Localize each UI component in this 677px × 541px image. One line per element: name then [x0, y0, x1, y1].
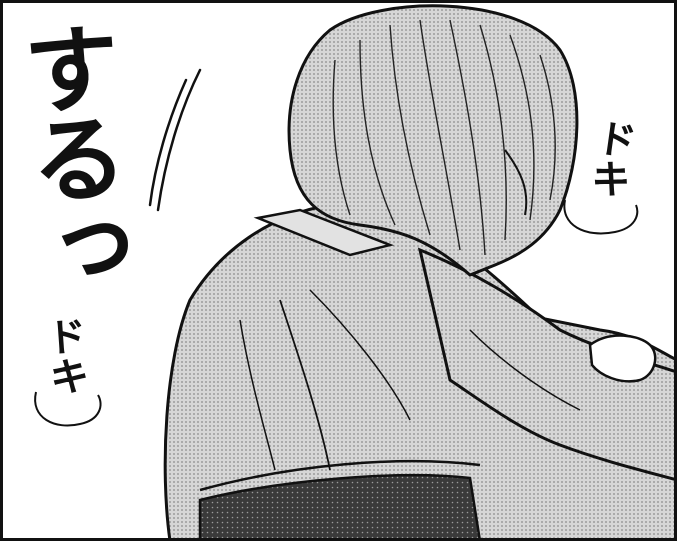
sound-effect-suru: するっ	[4, 16, 136, 294]
figure-collar	[253, 208, 395, 257]
sound-effect-doki-right: ドキ	[581, 115, 639, 201]
doki-right-bracket	[563, 199, 639, 235]
figure-arm	[417, 247, 677, 482]
figure-hands	[588, 334, 657, 383]
figure-waist	[198, 473, 482, 541]
sound-effect-doki-left: ドキ	[38, 314, 90, 398]
motion-lines	[148, 68, 202, 212]
doki-left-bracket	[34, 391, 102, 427]
